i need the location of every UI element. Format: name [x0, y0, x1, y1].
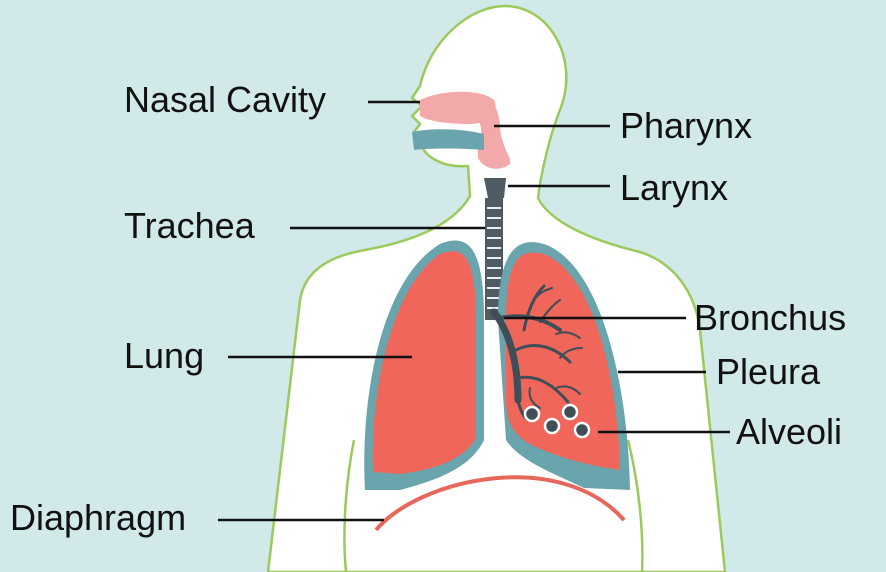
label-diaphragm: Diaphragm	[10, 498, 186, 538]
label-larynx: Larynx	[620, 168, 728, 208]
label-lung: Lung	[124, 336, 204, 376]
alveolus	[525, 407, 539, 421]
label-pharynx: Pharynx	[620, 106, 752, 146]
label-pleura: Pleura	[716, 352, 820, 392]
alveolus	[545, 419, 559, 433]
label-trachea: Trachea	[124, 206, 255, 246]
label-nasal-cavity: Nasal Cavity	[124, 80, 326, 120]
label-bronchus: Bronchus	[694, 298, 846, 338]
oral-airway-shape	[412, 129, 484, 150]
label-alveoli: Alveoli	[736, 412, 842, 452]
alveolus	[575, 423, 589, 437]
alveolus	[563, 405, 577, 419]
